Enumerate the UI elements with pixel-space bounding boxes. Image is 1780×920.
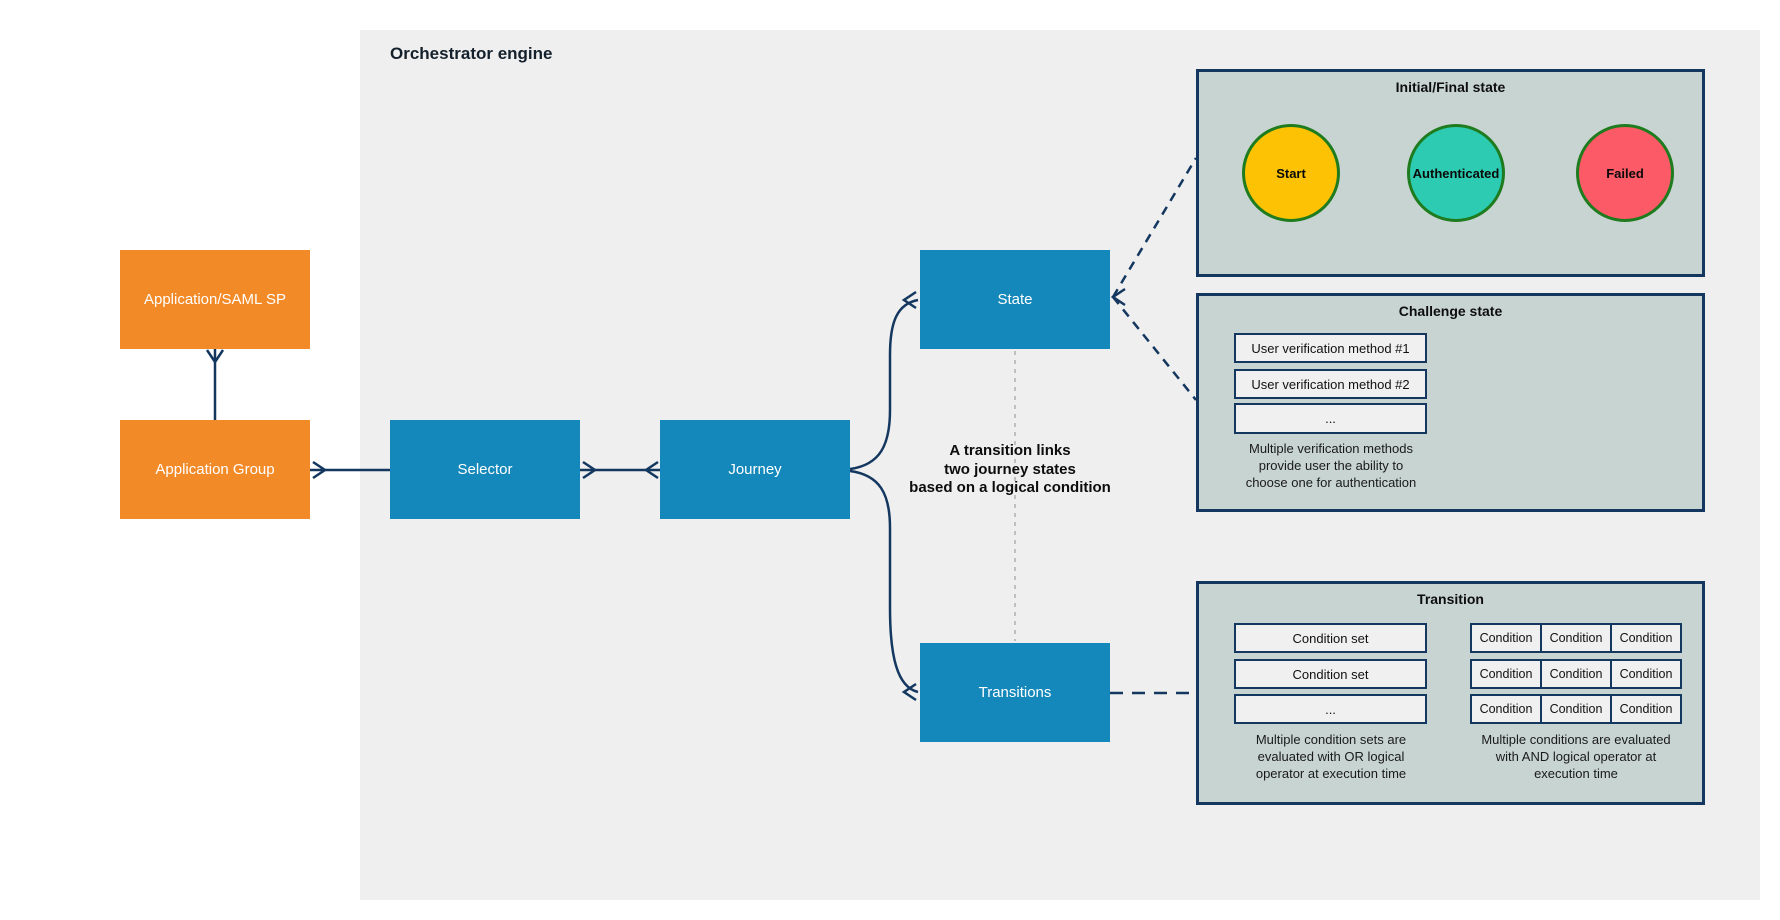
- note-line: Multiple conditions are evaluated: [1481, 732, 1671, 747]
- node-label: Transitions: [978, 684, 1052, 701]
- state-circle-start: Start: [1242, 124, 1340, 222]
- condition-set-box: Condition set: [1234, 659, 1427, 689]
- node-application-group: Application Group: [120, 420, 310, 519]
- state-circle-authenticated: Authenticated: [1407, 124, 1505, 222]
- mini-box-label: User verification method #1: [1251, 340, 1410, 356]
- note-line: based on a logical condition: [909, 479, 1111, 496]
- condition-cell: Condition: [1610, 623, 1682, 653]
- condition-cell: Condition: [1610, 659, 1682, 689]
- condition-row: Condition Condition Condition: [1470, 659, 1682, 689]
- node-transitions: Transitions: [920, 643, 1110, 742]
- note-line: Multiple verification methods: [1248, 441, 1414, 456]
- circle-label: Start: [1276, 165, 1306, 181]
- node-label: Application/SAML SP: [143, 291, 287, 308]
- node-label: Application Group: [155, 461, 275, 478]
- transition-note: A transition links two journey states ba…: [860, 442, 1160, 498]
- node-application-saml-sp: Application/SAML SP: [120, 250, 310, 349]
- note-line: two journey states: [944, 460, 1076, 478]
- mini-box-label: ...: [1325, 411, 1336, 426]
- condition-set-box: ...: [1234, 694, 1427, 724]
- circle-label: Authenticated: [1412, 165, 1500, 181]
- panel-title: Challenge state: [1398, 303, 1503, 319]
- arrow-down-icon: [205, 349, 225, 365]
- verification-method-box: User verification method #2: [1234, 369, 1427, 399]
- verification-method-box: ...: [1234, 403, 1427, 434]
- or-note: Multiple condition sets are evaluated wi…: [1208, 731, 1454, 782]
- node-label: State: [997, 291, 1033, 308]
- state-circle-failed: Failed: [1576, 124, 1674, 222]
- orchestrator-engine-title: Orchestrator engine: [390, 44, 553, 63]
- mini-box-label: Condition set: [1292, 666, 1369, 682]
- condition-cell: Condition: [1610, 694, 1682, 724]
- condition-set-box: Condition set: [1234, 623, 1427, 653]
- node-label: Selector: [457, 461, 513, 478]
- node-state: State: [920, 250, 1110, 349]
- condition-cell: Condition: [1470, 623, 1542, 653]
- condition-row: Condition Condition Condition: [1470, 694, 1682, 724]
- note-line: operator at execution time: [1255, 766, 1407, 781]
- note-line: execution time: [1534, 766, 1618, 781]
- note-line: choose one for authentication: [1245, 475, 1417, 490]
- condition-cell: Condition: [1540, 659, 1612, 689]
- note-line: A transition links: [949, 442, 1071, 459]
- condition-row: Condition Condition Condition: [1470, 623, 1682, 653]
- note-line: Multiple condition sets are: [1255, 732, 1407, 747]
- mini-box-label: User verification method #2: [1251, 376, 1410, 392]
- challenge-note: Multiple verification methods provide us…: [1200, 440, 1462, 491]
- mini-box-label: Condition set: [1292, 630, 1369, 646]
- condition-cell: Condition: [1470, 659, 1542, 689]
- verification-method-box: User verification method #1: [1234, 333, 1427, 363]
- note-line: provide user the ability to: [1258, 458, 1404, 473]
- note-line: evaluated with OR logical: [1257, 749, 1405, 764]
- node-selector: Selector: [390, 420, 580, 519]
- panel-challenge-state: Challenge state: [1196, 293, 1705, 512]
- note-line: with AND logical operator at: [1495, 749, 1657, 764]
- panel-transition: Transition: [1196, 581, 1705, 805]
- node-journey: Journey: [660, 420, 850, 519]
- condition-cell: Condition: [1470, 694, 1542, 724]
- mini-box-label: ...: [1325, 701, 1336, 717]
- panel-title: Initial/Final state: [1395, 79, 1506, 95]
- arrow-right-icon: [312, 460, 328, 480]
- condition-cell: Condition: [1540, 694, 1612, 724]
- circle-label: Failed: [1606, 165, 1644, 181]
- node-label: Journey: [728, 461, 782, 478]
- and-note: Multiple conditions are evaluated with A…: [1440, 731, 1712, 782]
- panel-title: Transition: [1417, 591, 1484, 607]
- condition-cell: Condition: [1540, 623, 1612, 653]
